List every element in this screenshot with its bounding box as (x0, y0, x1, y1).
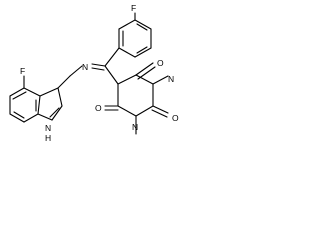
atom-f-phenyl: F (131, 3, 136, 13)
imine-linker (91, 47, 120, 85)
atom-n3: N (132, 122, 138, 132)
atom-h-indole: H (45, 133, 51, 143)
structure-drawing: F N F N H O N O O N (9, 3, 179, 143)
barbiturate-ring (104, 62, 169, 135)
atom-n-imine: N (82, 62, 88, 72)
atom-f-indole: F (20, 66, 25, 76)
molecule-diagram: F N F N H O N O O N (0, 0, 191, 177)
atom-o-c2: O (172, 113, 179, 123)
atom-n1: N (168, 74, 174, 84)
indole-system (9, 75, 63, 123)
fluorophenyl-ring (118, 12, 152, 58)
ethyl-chain (57, 65, 83, 89)
atom-o-c4: O (157, 58, 164, 68)
atom-n-indole: N (45, 123, 51, 133)
atom-o-c6: O (95, 103, 102, 113)
